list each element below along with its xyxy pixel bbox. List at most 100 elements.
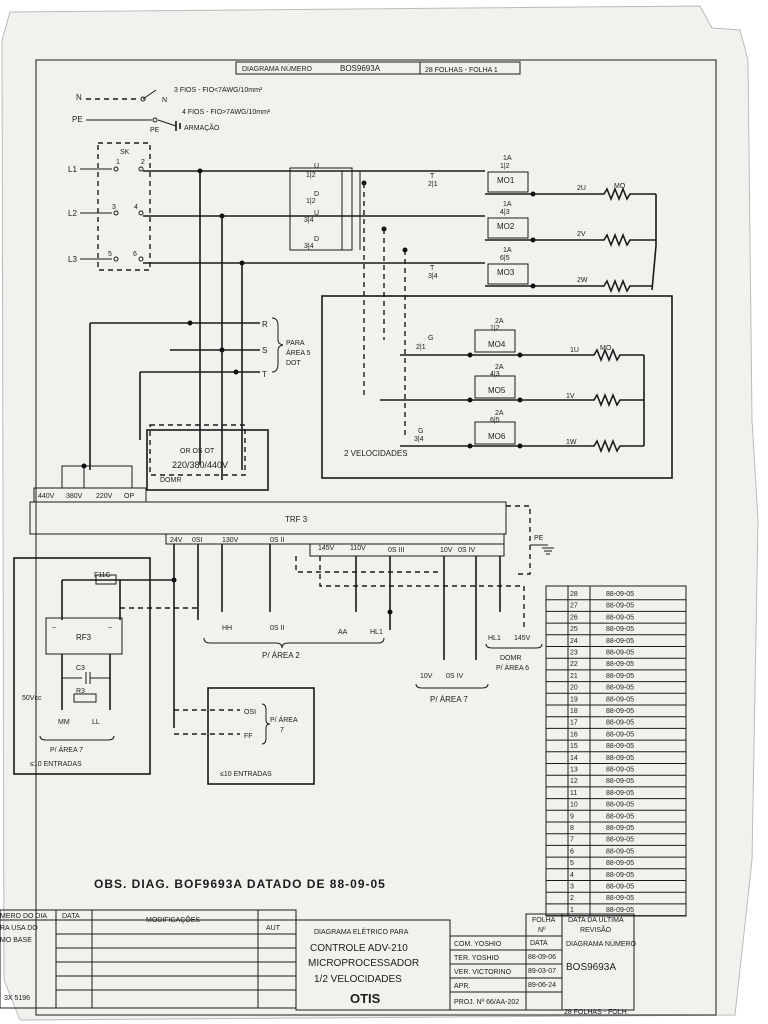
revision-sheet-number: 17 [570,720,578,727]
svg-text:1|2: 1|2 [306,172,316,179]
svg-text:T: T [430,265,435,272]
otis-brand: OTIS [350,991,381,1006]
ground-label: ARMAÇÃO [184,123,220,132]
svg-text:PROJ. Nº 66/AA-202: PROJ. Nº 66/AA-202 [454,999,519,1006]
supply-inputs: N N 3 FIOS - FIO<7AWG/10mm² PE PE ARMAÇÃ… [72,87,271,134]
four-wire-note: 4 FIOS - FIO>7AWG/10mm² [182,109,271,116]
revision-date: 88-09-05 [606,778,634,785]
svg-text:0S II: 0S II [270,625,284,632]
svg-text:DIAGRAMA NÚMERO: DIAGRAMA NÚMERO [566,939,637,948]
revision-date: 88-09-05 [606,790,634,797]
svg-text:R: R [262,320,268,329]
revision-sheet-number: 24 [570,638,578,645]
svg-text:2W: 2W [577,277,588,284]
svg-text:~: ~ [108,625,112,632]
svg-text:HL1: HL1 [488,635,501,642]
diagram-number-label: DIAGRAMA NÚMERO [242,64,313,73]
svg-text:2A: 2A [495,410,504,417]
svg-text:≤10 ENTRADAS: ≤10 ENTRADAS [30,761,82,768]
svg-text:2|1: 2|1 [416,344,426,351]
svg-text:145V: 145V [514,635,531,642]
revision-sheet-number: 22 [570,661,578,668]
revision-date: 88-09-05 [606,720,634,727]
revision-date: 88-09-05 [606,767,634,774]
svg-text:3|4: 3|4 [428,273,438,280]
svg-text:6: 6 [133,251,137,258]
area-outputs: HH 0S II AA HL1 P/ ÁREA 2 HL1 145V DOMR … [203,625,543,704]
revision-date: 88-09-05 [606,626,634,633]
svg-text:2: 2 [141,159,145,166]
svg-text:P/ ÁREA 7: P/ ÁREA 7 [50,745,83,754]
sheet-count: 28 FOLHAS - FOLHA 1 [425,67,498,74]
svg-text:MO BASE: MO BASE [0,937,32,944]
svg-text:89-03-07: 89-03-07 [528,968,556,975]
revision-date: 88-09-05 [606,884,634,891]
svg-text:≤10 ENTRADAS: ≤10 ENTRADAS [220,771,272,778]
svg-text:110V: 110V [350,545,366,552]
revision-sheet-number: 27 [570,603,578,610]
svg-text:2V: 2V [577,231,586,238]
svg-text:1W: 1W [566,439,577,446]
direction-contactors: U D U D 1|2 1|2 3|4 3|4 [289,163,408,435]
svg-text:1A: 1A [503,247,512,254]
paper-sheet [1,5,759,1021]
svg-text:0S IV: 0S IV [458,547,475,554]
svg-text:10V: 10V [420,673,433,680]
svg-text:PE: PE [534,535,544,542]
svg-text:3|4: 3|4 [304,217,314,224]
svg-text:50Vcc: 50Vcc [22,695,42,702]
svg-text:2A: 2A [495,318,504,325]
revision-date: 88-09-05 [606,872,634,879]
revision-sheet-number: 2 [570,895,574,902]
revision-date: 88-09-05 [606,708,634,715]
svg-text:24V: 24V [170,537,183,544]
svg-text:PARA: PARA [286,340,305,347]
svg-text:145V: 145V [318,545,335,552]
revision-date: 88-09-05 [606,907,634,914]
n-label: N [76,93,82,102]
svg-text:D: D [314,236,319,243]
svg-text:6|5: 6|5 [500,255,510,262]
svg-text:G: G [428,335,433,342]
svg-text:0SI: 0SI [192,537,203,544]
svg-text:3|4: 3|4 [414,436,424,443]
svg-text:220/380/440V: 220/380/440V [172,460,228,470]
revision-date: 88-09-05 [606,685,634,692]
revision-sheet-number: 12 [570,778,578,785]
revision-sheet-number: 15 [570,743,578,750]
svg-text:AUT: AUT [266,925,281,932]
svg-text:~: ~ [52,625,56,632]
svg-text:RA USA DO: RA USA DO [0,925,38,932]
svg-text:MO: MO [614,183,626,190]
svg-text:5: 5 [108,251,112,258]
svg-text:DATA: DATA [530,940,548,947]
obs-note: OBS. DIAG. BOF9693A DATADO DE 88-09-05 [94,877,386,891]
revision-date: 88-09-05 [606,813,634,820]
svg-text:S: S [262,346,267,355]
svg-text:2A: 2A [495,364,504,371]
title-line-2: MICROPROCESSADOR [308,958,419,969]
svg-text:0S IV: 0S IV [446,673,463,680]
svg-text:N: N [162,97,167,104]
svg-text:1: 1 [116,159,120,166]
revision-sheet-number: 26 [570,614,578,621]
motor-contact-mo3: MO3 [497,268,515,277]
svg-text:440V: 440V [38,493,55,500]
svg-text:C3: C3 [76,665,85,672]
revision-date: 88-09-05 [606,895,634,902]
revision-sheet-number: 25 [570,626,578,633]
revision-date: 88-09-05 [606,755,634,762]
high-speed-section: T 2|1 T 3|4 1A 1A 1A 1|2 4|3 6|5 MO1 MO2… [428,155,657,294]
svg-text:OR OS OT: OR OS OT [180,448,215,455]
revision-sheet-number: 3 [570,884,574,891]
svg-text:G: G [418,428,423,435]
revision-sheet-number: 10 [570,802,578,809]
middle-input-block: OSI FF P/ ÁREA 7 ≤10 ENTRADAS [174,687,315,785]
revision-sheet-number: 20 [570,685,578,692]
revision-date: 88-09-05 [606,837,634,844]
revision-date: 88-09-05 [606,591,634,598]
diagram-number: BOS9693A [340,64,381,73]
svg-text:T: T [430,173,435,180]
